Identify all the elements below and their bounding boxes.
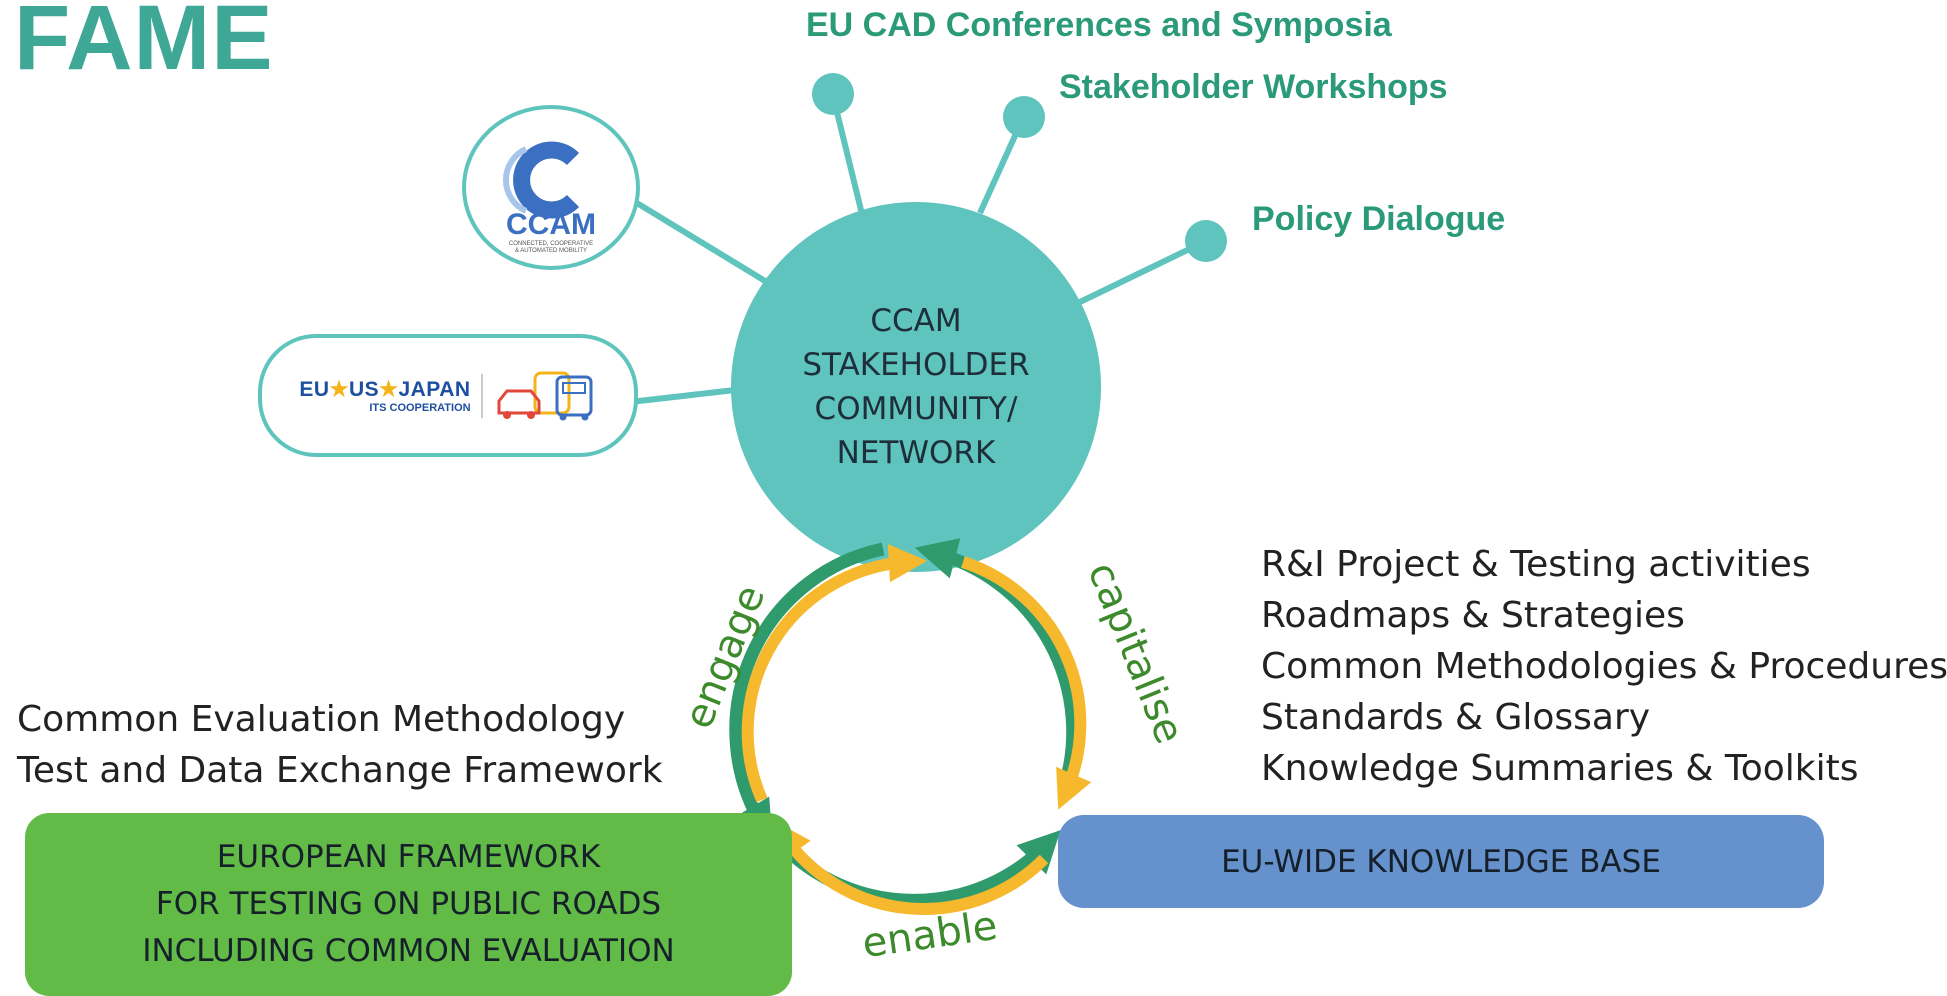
- page-title: FAME: [14, 0, 274, 89]
- list-item: Roadmaps & Strategies: [1261, 595, 1685, 636]
- ccam-logo-tagline-2: & AUTOMATED MOBILITY: [515, 248, 587, 254]
- hub-line-2: STAKEHOLDER: [802, 347, 1030, 383]
- hub-line-1: CCAM: [870, 303, 962, 339]
- list-item: Standards & Glossary: [1261, 697, 1651, 738]
- arrow-capitalise-inner: [961, 556, 1092, 810]
- blue-box-label: EU-WIDE KNOWLEDGE BASE: [1221, 843, 1661, 880]
- ccam-logo-tagline-1: CONNECTED, COOPERATIVE: [509, 241, 593, 247]
- spoke-dot-policy: [1185, 220, 1227, 262]
- spoke-dot-workshops: [1003, 96, 1045, 138]
- spoke-label-policy: Policy Dialogue: [1252, 200, 1506, 238]
- list-item: Test and Data Exchange Framework: [17, 750, 663, 791]
- list-item: Common Methodologies & Procedures: [1261, 646, 1947, 687]
- eus-logo-separator: [480, 373, 483, 418]
- list-item: Common Evaluation Methodology: [17, 699, 626, 740]
- hub-line-4: NETWORK: [836, 435, 996, 471]
- green-box-line-3: INCLUDING COMMON EVALUATION: [142, 933, 675, 969]
- ccam-logo: CCAM CONNECTED, COOPERATIVE & AUTOMATED …: [462, 105, 640, 270]
- spoke-label-workshops: Stakeholder Workshops: [1059, 68, 1448, 106]
- list-item: Knowledge Summaries & Toolkits: [1261, 748, 1859, 789]
- spoke-label-conferences: EU CAD Conferences and Symposia: [806, 6, 1392, 44]
- european-framework-box: EUROPEAN FRAMEWORK FOR TESTING ON PUBLIC…: [25, 813, 792, 996]
- eus-logo-subtitle: ITS COOPERATION: [369, 402, 471, 414]
- arrow-enable-inner: [773, 820, 1049, 915]
- vehicles-icon: [497, 371, 593, 420]
- ccam-logo-icon: CCAM CONNECTED, COOPERATIVE & AUTOMATED …: [503, 141, 596, 254]
- list-item: R&I Project & Testing activities: [1261, 544, 1811, 585]
- knowledge-base-box: EU-WIDE KNOWLEDGE BASE: [1058, 815, 1824, 908]
- right-list: R&I Project & Testing activities Roadmap…: [1261, 539, 1947, 794]
- green-box-line-2: FOR TESTING ON PUBLIC ROADS: [155, 886, 662, 922]
- green-box-line-1: EUROPEAN FRAMEWORK: [216, 839, 601, 875]
- eus-logo-title: EU★US★JAPAN: [299, 378, 471, 401]
- left-list: Common Evaluation Methodology Test and D…: [17, 694, 663, 796]
- ccam-logo-name: CCAM: [506, 208, 596, 241]
- arrow-engage-outer: [729, 542, 885, 843]
- stakeholder-network-hub: CCAM STAKEHOLDER COMMUNITY/ NETWORK: [731, 202, 1101, 572]
- arrow-engage-inner: [741, 543, 928, 803]
- eu-us-japan-logo: EU★US★JAPAN ITS COOPERATION: [258, 334, 638, 457]
- hub-line-3: COMMUNITY/: [814, 391, 1018, 427]
- spoke-dot-conferences: [812, 73, 854, 115]
